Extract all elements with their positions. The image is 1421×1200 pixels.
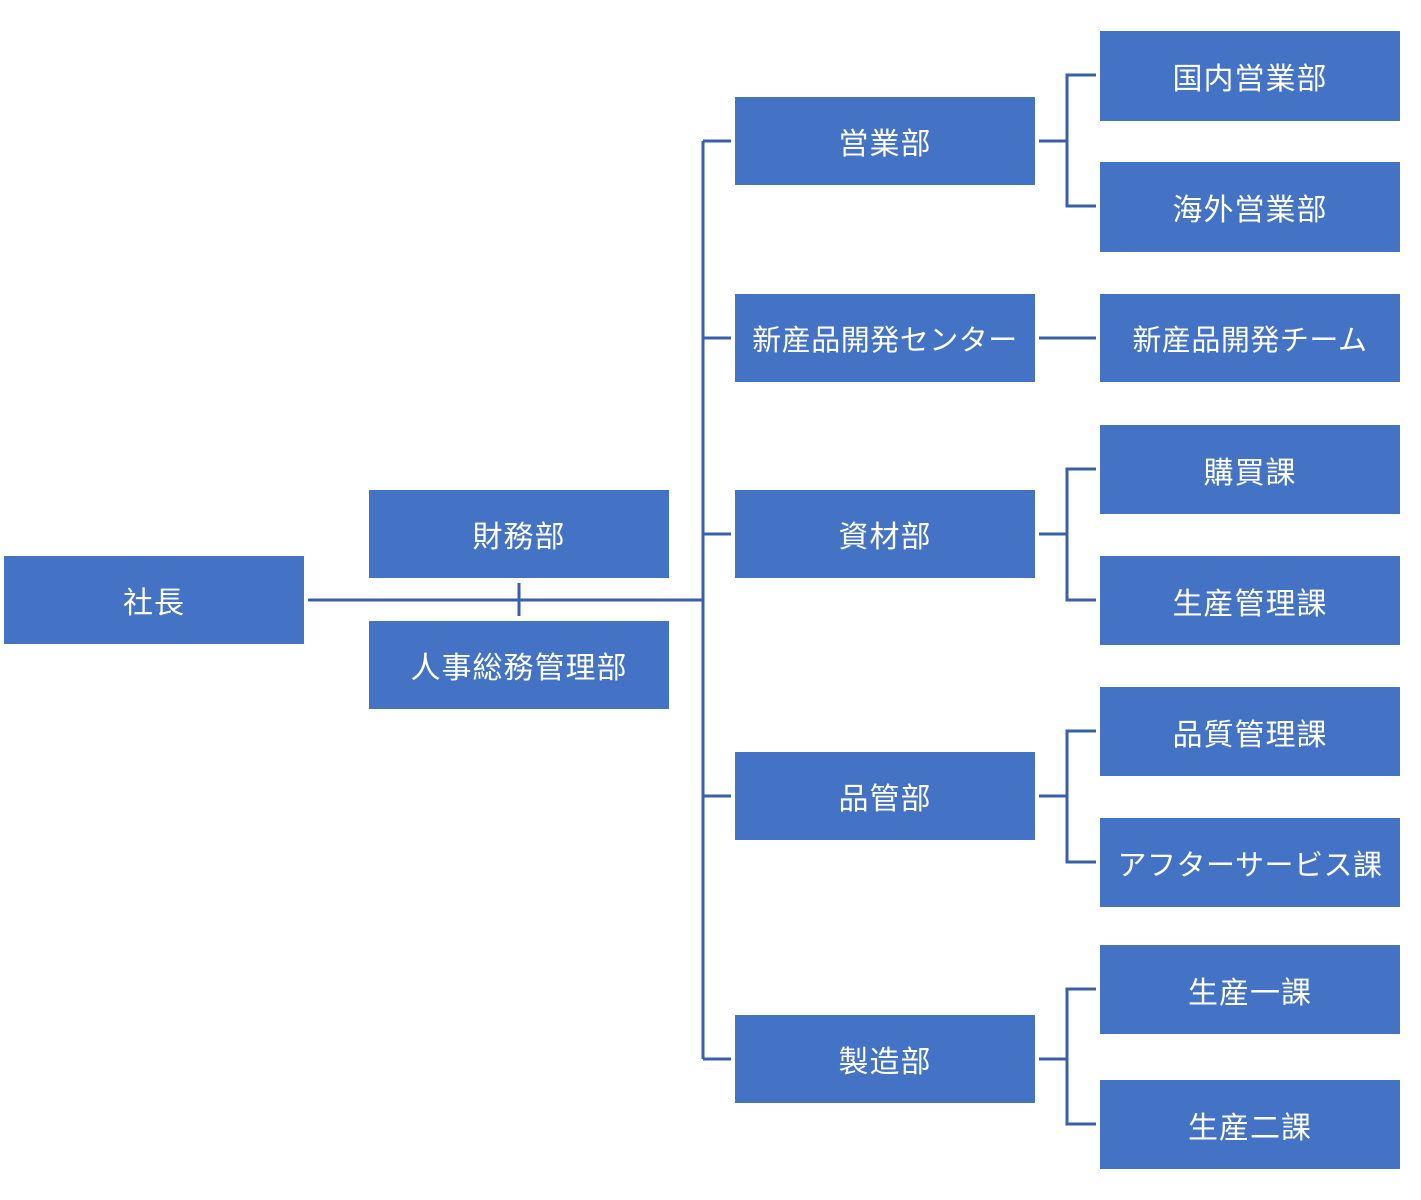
org-label: 財務部 xyxy=(472,520,566,555)
org-label: 資材部 xyxy=(838,520,932,555)
org-label: 生産一課 xyxy=(1188,975,1312,1011)
org-label: 新産品開発センター xyxy=(752,323,1018,357)
org-label: 新産品開発チーム xyxy=(1132,323,1368,357)
org-box-new-product-team: 新産品開発チーム xyxy=(1100,294,1400,382)
org-label: 生産二課 xyxy=(1188,1110,1312,1146)
org-box-production-1: 生産一課 xyxy=(1100,945,1400,1034)
org-box-president: 社長 xyxy=(4,556,304,644)
org-label: 製造部 xyxy=(838,1045,932,1080)
org-box-domestic-sales: 国内営業部 xyxy=(1100,31,1400,121)
org-box-production-control: 生産管理課 xyxy=(1100,556,1400,645)
org-label: 営業部 xyxy=(838,127,932,162)
connector-dept-2-sections xyxy=(1039,467,1096,602)
org-label: 社長 xyxy=(123,586,185,621)
connector-dept-4-sections xyxy=(1039,987,1096,1126)
org-box-after-service: アフターサービス課 xyxy=(1100,818,1400,907)
org-box-sales: 営業部 xyxy=(735,97,1035,185)
org-label: 国内営業部 xyxy=(1172,62,1328,97)
org-box-manufacturing: 製造部 xyxy=(735,1015,1035,1103)
org-label: 海外営業部 xyxy=(1172,193,1328,228)
org-box-purchasing: 購買課 xyxy=(1100,425,1400,514)
org-box-finance: 財務部 xyxy=(369,490,669,578)
org-label: 購買課 xyxy=(1203,455,1297,491)
org-box-hr-general-affairs: 人事総務管理部 xyxy=(369,621,669,709)
connector-dept-3-sections xyxy=(1039,729,1096,864)
connector-dept-0-sections xyxy=(1039,73,1096,208)
org-label: 生産管理課 xyxy=(1172,586,1328,622)
org-box-materials: 資材部 xyxy=(735,490,1035,578)
org-label: 品質管理課 xyxy=(1172,717,1328,753)
org-box-production-2: 生産二課 xyxy=(1100,1080,1400,1169)
org-box-quality-control: 品質管理課 xyxy=(1100,687,1400,776)
org-box-overseas-sales: 海外営業部 xyxy=(1100,162,1400,252)
org-label: 品管部 xyxy=(838,782,932,817)
org-box-new-product-center: 新産品開発センター xyxy=(735,294,1035,382)
org-box-quality-dept: 品管部 xyxy=(735,752,1035,840)
org-label: 人事総務管理部 xyxy=(410,651,628,686)
org-label: アフターサービス課 xyxy=(1117,847,1383,882)
